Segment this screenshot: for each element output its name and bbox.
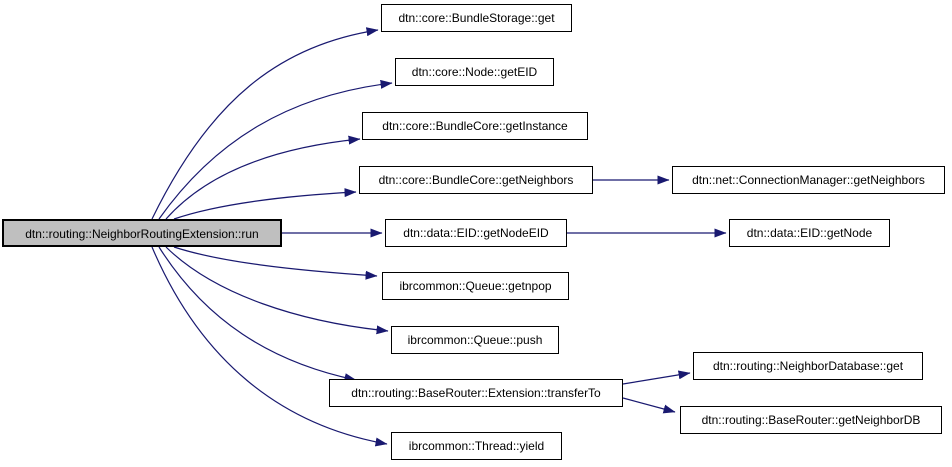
edge-transferto-to-neighbordatabase-get [622,370,691,385]
node-baserouter-getneighbordb[interactable]: dtn::routing::BaseRouter::getNeighborDB [680,406,942,434]
edge-run-to-bundlecore-getinstance [165,135,361,220]
node-neighbordatabase-get[interactable]: dtn::routing::NeighborDatabase::get [693,352,923,380]
node-queue-getnpop[interactable]: ibrcommon::Queue::getnpop [382,272,569,300]
edge-run-to-queue-getnpop [173,246,378,280]
node-thread-yield[interactable]: ibrcommon::Thread::yield [391,432,562,460]
node-bundlecore-getneighbors[interactable]: dtn::core::BundleCore::getNeighbors [359,166,593,194]
edge-run-to-transferto [158,246,357,383]
node-transferto[interactable]: dtn::routing::BaseRouter::Extension::tra… [329,379,623,407]
node-connectionmanager-getneighbors[interactable]: dtn::net::ConnectionManager::getNeighbor… [672,166,945,194]
node-eid-getnodeeid[interactable]: dtn::data::EID::getNodeEID [385,219,567,247]
edge-run-to-queue-push [165,246,389,335]
node-queue-push[interactable]: ibrcommon::Queue::push [391,326,559,354]
edge-run-to-node-geteid [158,79,393,220]
node-eid-getnode[interactable]: dtn::data::EID::getNode [729,219,890,247]
edge-transferto-to-getneighbordb [622,397,676,414]
edge-run-to-bundlestorage-get [151,27,379,220]
node-node-geteid[interactable]: dtn::core::Node::getEID [395,58,554,86]
edge-run-to-bundlecore-getneighbors [173,188,357,220]
node-bundlestorage-get[interactable]: dtn::core::BundleStorage::get [381,4,572,32]
node-bundlecore-getinstance[interactable]: dtn::core::BundleCore::getInstance [362,112,588,140]
edge-run-to-thread-yield [151,246,388,447]
node-run: dtn::routing::NeighborRoutingExtension::… [2,219,282,247]
